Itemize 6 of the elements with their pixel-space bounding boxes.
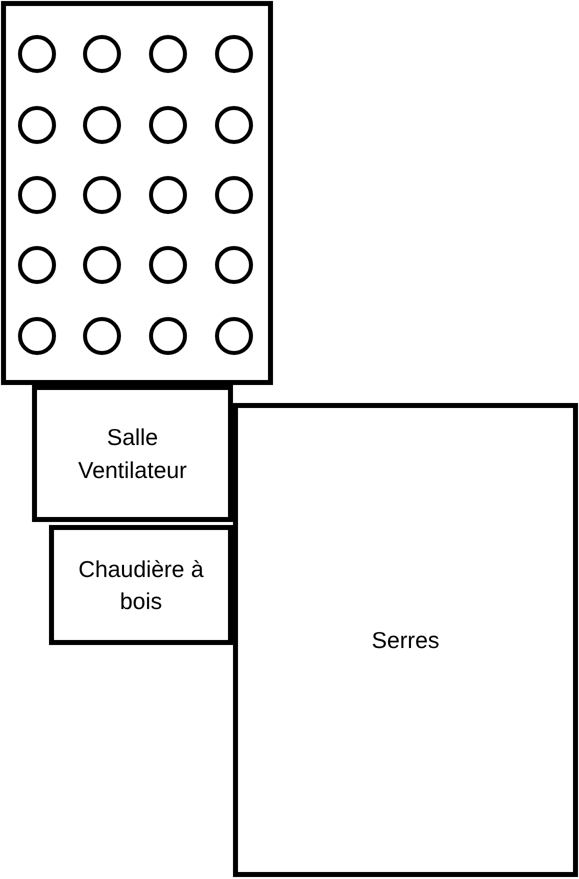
room-label: Salle Ventilateur: [77, 423, 188, 484]
room-box: [233, 403, 578, 877]
room-box: [1, 1, 273, 385]
room-label: Serres: [372, 626, 440, 655]
room-label: Chaudière à bois: [77, 554, 205, 616]
room-box: [49, 525, 233, 645]
